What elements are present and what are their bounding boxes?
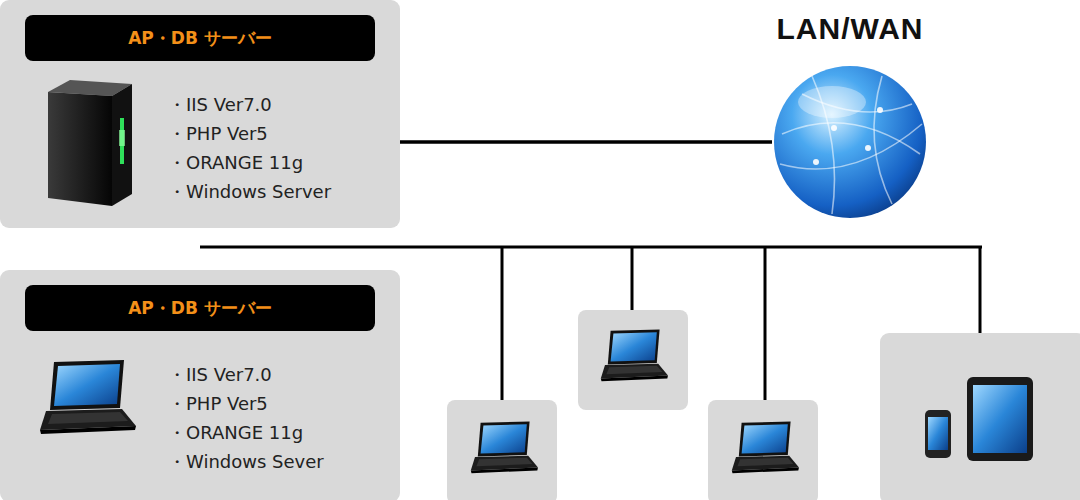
network-connector (400, 141, 772, 144)
spec-item: ・ORANGE 11g (168, 422, 303, 444)
server-panel: AP・DB サーバー・IIS Ver7.0 ・PHP Ver5 ・ORANGE 11… (0, 270, 400, 500)
tablet-icon (967, 377, 1033, 461)
laptop-icon (601, 329, 668, 381)
globe-icon (772, 64, 928, 220)
phone-icon (925, 410, 951, 458)
network-globe: LAN/WAN (772, 64, 928, 220)
spec-item: ・Windows Server (168, 181, 331, 203)
spec-item: ・PHP Ver5 (168, 393, 268, 415)
laptop-icon (732, 421, 799, 473)
server-panel: AP・DB サーバー・IIS Ver7.0 ・PHP Ver5 ・ORANGE 11… (0, 0, 400, 228)
spec-item: ・ORANGE 11g (168, 152, 303, 174)
network-label: LAN/WAN (732, 12, 968, 46)
laptop-icon (471, 421, 538, 473)
spec-item: ・Windows Sever (168, 451, 324, 473)
network-connector (400, 141, 772, 144)
spec-item: ・IIS Ver7.0 (168, 364, 272, 386)
spec-item: ・PHP Ver5 (168, 123, 268, 145)
client-boxes (447, 310, 1080, 500)
panel-heading: AP・DB サーバー (25, 15, 375, 61)
panel-heading: AP・DB サーバー (25, 285, 375, 331)
spec-item: ・IIS Ver7.0 (168, 94, 272, 116)
